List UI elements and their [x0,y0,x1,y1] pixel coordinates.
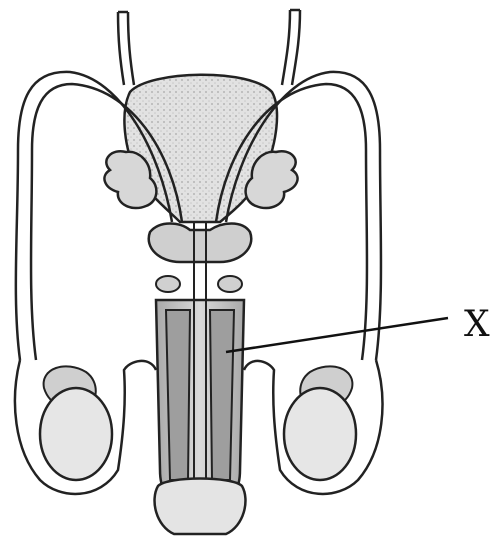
testis-right [284,388,356,480]
corpus-cavernosum-left [166,310,190,480]
testis-left [40,388,112,480]
prostate-gland [149,224,252,263]
ureter-right [282,10,300,85]
ureter-left [118,12,134,85]
corpus-cavernosum-right [210,310,234,480]
label-x: X [464,304,490,345]
bulbourethral-glands [156,276,242,292]
label-x-leader-line [226,318,448,352]
glans [155,479,246,535]
